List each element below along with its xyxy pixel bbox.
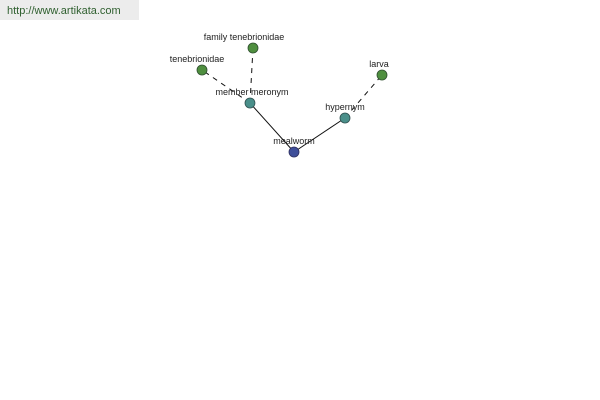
node-label: mealworm	[273, 136, 315, 146]
node-marker	[288, 146, 300, 158]
node-label: member meronym	[215, 87, 288, 97]
node-tenebrionidae[interactable]: tenebrionidae	[170, 54, 225, 76]
node-marker	[244, 97, 256, 109]
node-label: tenebrionidae	[170, 54, 225, 64]
node-member-meronym[interactable]: member meronym	[215, 87, 289, 109]
url-bar: http://www.artikata.com	[0, 0, 139, 20]
node-hypernym[interactable]: hypernym	[325, 102, 365, 124]
edge-mealworm-hypernym	[293, 117, 346, 153]
node-mealworm[interactable]: mealworm	[273, 136, 315, 158]
node-larva[interactable]: larva	[369, 59, 389, 81]
node-label: family tenebrionidae	[204, 32, 285, 42]
node-family-tenebrionidae[interactable]: family tenebrionidae	[204, 32, 285, 54]
node-marker	[247, 42, 259, 54]
node-marker	[196, 64, 208, 76]
edge-mealworm-member-meronym	[249, 102, 295, 153]
node-label: hypernym	[325, 102, 365, 112]
site-url[interactable]: http://www.artikata.com	[7, 5, 121, 17]
node-label: larva	[369, 59, 389, 69]
node-marker	[339, 112, 351, 124]
node-marker	[376, 69, 388, 81]
